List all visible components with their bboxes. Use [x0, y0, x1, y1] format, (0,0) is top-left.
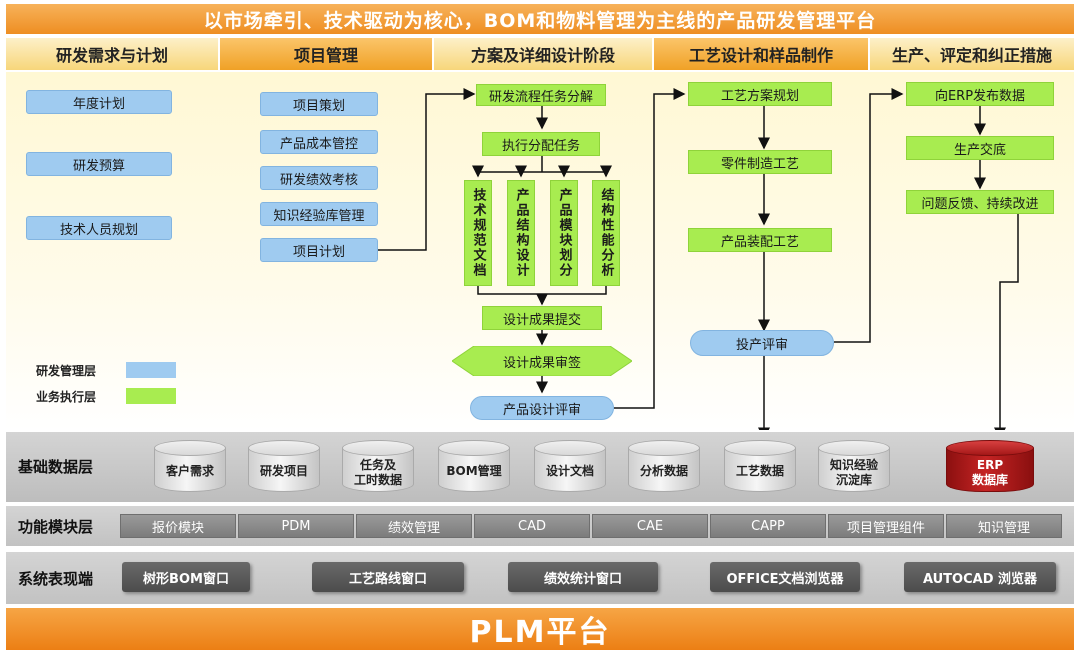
- db-process-data: 工艺数据: [724, 440, 796, 492]
- project-planning-box: 项目策划: [260, 92, 378, 116]
- tech-spec-box: 技术规范文档: [464, 180, 492, 286]
- task-decompose-box: 研发流程任务分解: [476, 84, 606, 106]
- assembly-process-box: 产品装配工艺: [688, 228, 832, 252]
- function-layer: 功能模块层 报价模块 PDM 绩效管理 CAD CAE CAPP 项目管理组件 …: [6, 506, 1074, 546]
- branch-bottom-line: [477, 286, 607, 295]
- legend-label-management: 研发管理层: [36, 364, 97, 378]
- design-signoff-label: 设计成果审签: [502, 355, 581, 371]
- arrow-plan-to-decompose: [378, 88, 476, 251]
- phase-project-management: 项目管理: [220, 38, 434, 70]
- phase-header: 研发需求与计划 项目管理 方案及详细设计阶段 工艺设计和样品制作 生产、评定和纠…: [6, 38, 1074, 70]
- phase-demand-plan: 研发需求与计划: [6, 38, 220, 70]
- tech-staff-plan-box: 技术人员规划: [26, 216, 172, 240]
- view-process-route: 工艺路线窗口: [312, 562, 464, 592]
- data-layer: 基础数据层 客户需求 研发项目 任务及 工时数据 BOM管理 设计文档 分析数据…: [6, 432, 1074, 502]
- flow-arrows: [378, 88, 1019, 430]
- function-layer-label: 功能模块层: [18, 518, 94, 536]
- module-division-box: 产品模块划分: [550, 180, 578, 286]
- system-layer-label: 系统表现端: [18, 570, 94, 588]
- workflow-area: 年度计划 研发预算 技术人员规划 项目策划 产品成本管控 研发绩效考核 知识经验…: [6, 72, 1074, 430]
- module-project-mgmt: 项目管理组件: [828, 514, 944, 538]
- feedback-improve-box: 问题反馈、持续改进: [906, 190, 1054, 214]
- arrow-review-to-erp: [834, 88, 904, 343]
- cost-control-box: 产品成本管控: [260, 130, 378, 154]
- performance-box: 研发绩效考核: [260, 166, 378, 190]
- module-knowledge: 知识管理: [946, 514, 1062, 538]
- part-process-box: 零件制造工艺: [688, 150, 832, 174]
- db-bom: BOM管理: [438, 440, 510, 492]
- data-layer-label: 基础数据层: [18, 458, 94, 476]
- module-quote: 报价模块: [120, 514, 236, 538]
- plm-platform-bar: PLM平台: [6, 608, 1074, 650]
- module-performance: 绩效管理: [356, 514, 472, 538]
- structure-design-box: 产品结构设计: [507, 180, 535, 286]
- page-title: 以市场牵引、技术驱动为核心，BOM和物料管理为主线的产品研发管理平台: [6, 4, 1074, 34]
- production-review-oval: 投产评审: [690, 330, 834, 356]
- phase-production: 生产、评定和纠正措施: [870, 38, 1074, 70]
- performance-analysis-box: 结构性能分析: [592, 180, 620, 286]
- project-plan-box: 项目计划: [260, 238, 378, 262]
- production-handover-box: 生产交底: [906, 136, 1054, 160]
- db-knowledge: 知识经验 沉淀库: [818, 440, 890, 492]
- db-design-doc: 设计文档: [534, 440, 606, 492]
- module-cae: CAE: [592, 514, 708, 538]
- module-capp: CAPP: [710, 514, 826, 538]
- system-layer: 系统表现端 树形BOM窗口 工艺路线窗口 绩效统计窗口 OFFICE文档浏览器 …: [6, 552, 1074, 604]
- module-pdm: PDM: [238, 514, 354, 538]
- process-plan-box: 工艺方案规划: [688, 82, 832, 106]
- erp-publish-box: 向ERP发布数据: [906, 82, 1054, 106]
- assign-task-box: 执行分配任务: [482, 132, 600, 156]
- arrow-to-erp-db: [994, 214, 1019, 430]
- view-autocad-browser: AUTOCAD 浏览器: [904, 562, 1056, 592]
- view-office-browser: OFFICE文档浏览器: [710, 562, 860, 592]
- phase-design: 方案及详细设计阶段: [434, 38, 654, 70]
- db-analysis-data: 分析数据: [628, 440, 700, 492]
- legend-swatch-execution: [126, 388, 176, 404]
- design-review-oval: 产品设计评审: [470, 396, 614, 420]
- db-rd-project: 研发项目: [248, 440, 320, 492]
- module-cad: CAD: [474, 514, 590, 538]
- view-bom-tree: 树形BOM窗口: [122, 562, 250, 592]
- phase-process-sample: 工艺设计和样品制作: [654, 38, 870, 70]
- signoff-diamond: [452, 346, 632, 376]
- design-submit-box: 设计成果提交: [482, 306, 602, 330]
- view-performance-stats: 绩效统计窗口: [508, 562, 658, 592]
- db-customer-demand: 客户需求: [154, 440, 226, 492]
- arrow-review-to-process: [614, 88, 686, 409]
- knowledge-mgmt-box: 知识经验库管理: [260, 202, 378, 226]
- db-task-hours: 任务及 工时数据: [342, 440, 414, 492]
- legend-label-execution: 业务执行层: [36, 390, 97, 404]
- annual-plan-box: 年度计划: [26, 90, 172, 114]
- rd-budget-box: 研发预算: [26, 152, 172, 176]
- legend-swatch-management: [126, 362, 176, 378]
- db-erp: ERP 数据库: [946, 440, 1034, 492]
